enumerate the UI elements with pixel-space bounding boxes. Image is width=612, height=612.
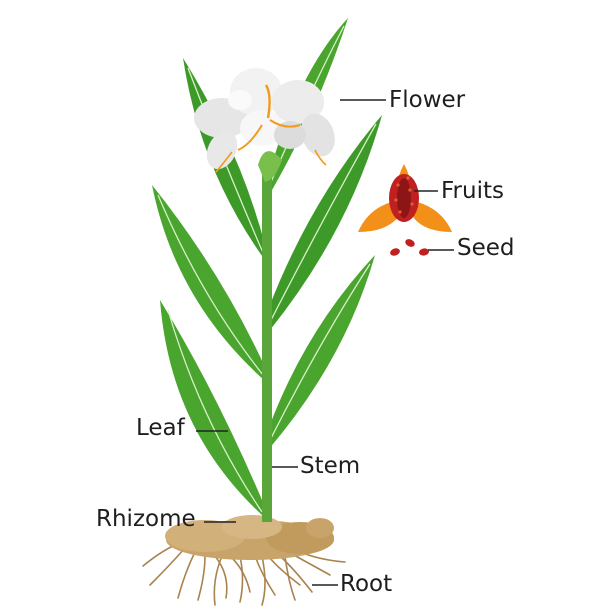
stem-label: Stem: [300, 453, 361, 479]
seeds: [390, 239, 429, 256]
leaf-middle-right: [268, 115, 382, 330]
leaf-lower-right: [268, 255, 375, 450]
fruits: [358, 164, 452, 232]
seed-label: Seed: [457, 235, 515, 261]
fruits-label: Fruits: [441, 178, 504, 204]
root-label: Root: [340, 571, 393, 597]
leaf-lower-left: [160, 300, 262, 515]
stem: [258, 151, 282, 522]
rhizome-label: Rhizome: [96, 506, 196, 532]
leaf-label: Leaf: [136, 415, 185, 441]
flower: [194, 68, 335, 173]
rhizome: [165, 515, 334, 560]
flower-label: Flower: [389, 87, 466, 113]
leader-lines: [196, 99, 454, 586]
leaf-middle-left: [152, 185, 264, 380]
